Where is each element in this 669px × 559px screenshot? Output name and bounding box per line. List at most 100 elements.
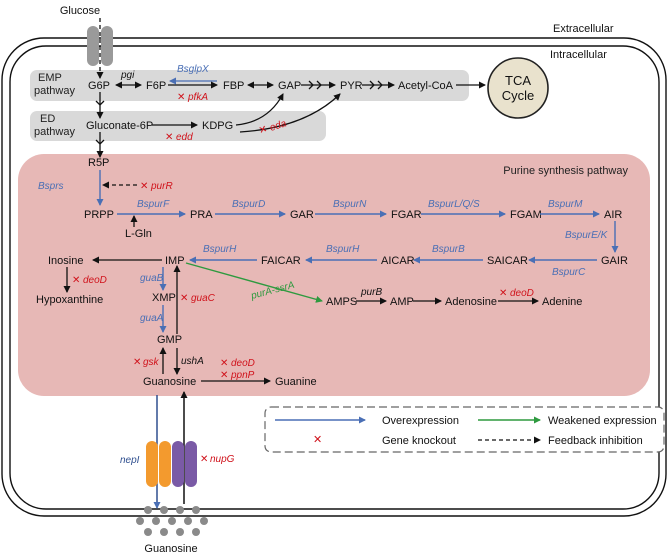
ed-pathway-label: pathway — [34, 126, 75, 138]
nupg-gene: nupG — [210, 454, 235, 465]
fgar: FGAR — [391, 209, 422, 221]
adenine: Adenine — [542, 296, 582, 308]
bspurh-gene-2: BspurH — [203, 244, 237, 255]
xmp: XMP — [152, 292, 176, 304]
bspurlqs-gene: BspurL/Q/S — [428, 199, 480, 210]
cell-membrane — [1, 37, 667, 517]
gsk-knockout-icon: ✕ — [133, 357, 141, 368]
gmp: GMP — [157, 334, 182, 346]
bspurn-gene: BspurN — [333, 199, 367, 210]
adenosine: Adenosine — [445, 296, 497, 308]
ed-band — [30, 111, 326, 141]
purine-region-label: Purine synthesis pathway — [503, 165, 628, 177]
r5p: R5P — [88, 157, 109, 169]
amps: AMPS — [326, 296, 357, 308]
nepi-gene: nepI — [120, 455, 140, 466]
pyr: PYR — [340, 80, 363, 92]
imp: IMP — [165, 255, 185, 267]
acetyl-coa: Acetyl-CoA — [398, 80, 454, 92]
guac-knockout-icon: ✕ — [180, 293, 188, 304]
gap-pyr-chevrons-icon — [308, 80, 322, 90]
pgi-gene: pgi — [120, 70, 135, 81]
tca-cycle-circle — [487, 57, 549, 119]
imp-amps-arrow — [185, 262, 323, 303]
cycle-label: Cycle — [502, 88, 535, 103]
legend-knockout-icon: ✕ — [313, 434, 322, 446]
fbp: FBP — [223, 80, 244, 92]
legend-feedback-label: Feedback inhibition — [548, 435, 643, 447]
ppnp-knockout-icon: ✕ — [220, 370, 228, 381]
saicar: SAICAR — [487, 255, 528, 267]
hypoxanthine: Hypoxanthine — [36, 294, 103, 306]
pfka-knockout-icon: ✕ — [177, 92, 185, 103]
amp: AMP — [390, 296, 414, 308]
legend-knockout-label: Gene knockout — [382, 435, 456, 447]
nupg-transporter-icon — [172, 441, 197, 487]
bsprs-gene: Bsprs — [38, 181, 64, 192]
inosine: Inosine — [48, 255, 83, 267]
glucose-transporter-icon — [87, 26, 113, 66]
pra: PRA — [190, 209, 213, 221]
purr-knockout-icon: ✕ — [140, 181, 148, 192]
aicar: AICAR — [381, 255, 415, 267]
guab-gene: guaB — [140, 273, 164, 284]
guanosine-bottom-label: Guanosine — [144, 543, 197, 555]
nepi-transporter-icon — [146, 441, 171, 487]
intracellular-label: Intracellular — [550, 49, 607, 61]
gluconate-6p: Gluconate-6P — [86, 120, 153, 132]
l-gln: L-Gln — [125, 228, 152, 240]
kdpg-pyr-arrow — [239, 93, 341, 133]
ppnp-gene: ppnP — [230, 370, 255, 381]
legend-overexpression-label: Overexpression — [382, 415, 459, 427]
emp-label: EMP — [38, 72, 62, 84]
gsk-gene: gsk — [143, 357, 160, 368]
eda-gene: eda — [269, 118, 289, 134]
guanine: Guanine — [275, 376, 317, 388]
air: AIR — [604, 209, 622, 221]
edd-knockout-icon: ✕ — [165, 132, 173, 143]
extracellular-label: Extracellular — [553, 23, 614, 35]
f6p: F6P — [146, 80, 166, 92]
eda-knockout-icon: ✕ — [258, 124, 269, 137]
bspurek-gene: BspurE/K — [565, 230, 609, 241]
nupg-knockout-icon: ✕ — [200, 454, 208, 465]
bspurc-gene: BspurC — [552, 267, 586, 278]
bspurm-gene: BspurM — [548, 199, 583, 210]
fgam: FGAM — [510, 209, 542, 221]
usha-gene: ushA — [181, 356, 204, 367]
guanosine-molecules-icon — [136, 506, 208, 536]
bspurf-gene: BspurF — [137, 199, 170, 210]
deod-adenosine-gene: deoD — [510, 288, 534, 299]
deod-guanosine-gene: deoD — [231, 358, 255, 369]
tca-label: TCA — [505, 73, 531, 88]
bspurh-gene-1: BspurH — [326, 244, 360, 255]
deod-inosine-gene: deoD — [83, 275, 107, 286]
bspurb-gene: BspurB — [432, 244, 465, 255]
deod-inosine-knockout-icon: ✕ — [72, 275, 80, 286]
kdpg: KDPG — [202, 120, 233, 132]
deod-adenosine-knockout-icon: ✕ — [499, 288, 507, 299]
edd-gene: edd — [176, 132, 193, 143]
pyr-acetyl-chevrons-icon — [369, 80, 383, 90]
prpp: PRPP — [84, 209, 114, 221]
emp-pathway-label: pathway — [34, 85, 75, 97]
purr-gene: purR — [150, 181, 173, 192]
gluconate-r5p-chevron-icon — [95, 139, 105, 145]
kdpg-gap-arrow — [235, 93, 284, 126]
legend-weakened-label: Weakened expression — [548, 415, 657, 427]
guac-gene: guaC — [191, 293, 216, 304]
g6p-gluconate-chevron-icon — [95, 100, 105, 106]
guaa-gene: guaA — [140, 313, 164, 324]
pfka-gene: pfkA — [187, 92, 208, 103]
bsglpx-gene: BsglpX — [177, 64, 209, 75]
g6p: G6P — [88, 80, 110, 92]
deod-guanosine-knockout-icon: ✕ — [220, 358, 228, 369]
gap: GAP — [278, 80, 301, 92]
guanosine: Guanosine — [143, 376, 196, 388]
ed-label: ED — [40, 113, 55, 125]
purb-gene: purB — [360, 287, 382, 298]
gair: GAIR — [601, 255, 628, 267]
faicar: FAICAR — [261, 255, 301, 267]
gar: GAR — [290, 209, 314, 221]
